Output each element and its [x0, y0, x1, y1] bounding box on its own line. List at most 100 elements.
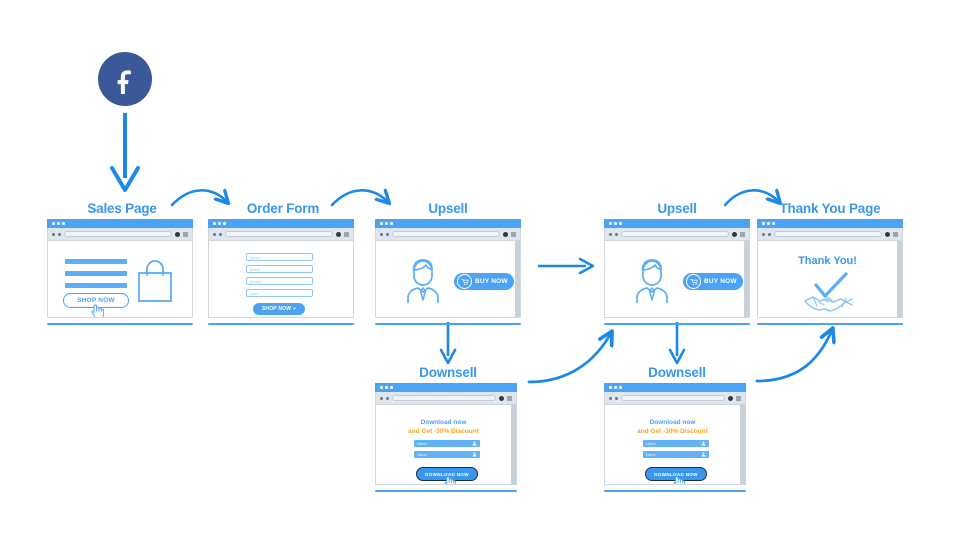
window-dot — [223, 222, 226, 225]
menu-icon[interactable] — [736, 395, 741, 401]
email-field[interactable]: email — [246, 265, 313, 273]
name-field[interactable]: name — [246, 253, 313, 261]
address-bar[interactable] — [64, 231, 172, 237]
gear-icon[interactable] — [732, 231, 737, 237]
buy-now-button[interactable]: BUY NOW — [683, 273, 743, 290]
card-field[interactable]: card — [246, 289, 313, 297]
window-dot — [62, 222, 65, 225]
window-dot — [57, 222, 60, 225]
menu-icon[interactable] — [893, 231, 898, 237]
name-field-1[interactable]: Name — [643, 440, 709, 447]
menu-icon[interactable] — [507, 395, 512, 401]
downsell-headline-group: Download now and Get -30% Discount — [605, 418, 740, 436]
arrow-downsell-1-to-upsell-2 — [527, 333, 611, 384]
node-title-thank-you-page: Thank You Page — [779, 201, 881, 216]
text-bar — [65, 259, 127, 264]
buy-now-label: BUY NOW — [475, 278, 508, 285]
page-viewport: name email phone card SHOP NOW » — [209, 241, 353, 317]
address-bar[interactable] — [621, 395, 725, 401]
back-nav-dot-icon[interactable] — [380, 396, 383, 400]
name-field-2[interactable]: Name — [414, 451, 480, 458]
person-icon — [631, 255, 673, 310]
address-bar[interactable] — [225, 231, 333, 237]
gear-icon[interactable] — [728, 395, 733, 401]
shop-now-label: SHOP NOW — [261, 306, 292, 312]
arrow-upsell-1-to-upsell-2 — [538, 257, 595, 275]
menu-icon[interactable] — [511, 231, 516, 237]
browser-titlebar — [604, 383, 746, 392]
window-dot — [213, 222, 216, 225]
forward-nav-dot-icon[interactable] — [768, 232, 771, 236]
window-dot — [52, 222, 55, 225]
window-dot — [767, 222, 770, 225]
forward-nav-dot-icon[interactable] — [386, 232, 389, 236]
browser-window-downsell-1[interactable]: Download now and Get -30% Discount Name — [375, 383, 517, 492]
facebook-logo-icon[interactable] — [98, 52, 152, 106]
address-bar[interactable] — [621, 231, 729, 237]
back-nav-dot-icon[interactable] — [609, 232, 612, 236]
cart-icon — [686, 274, 701, 289]
window-dot — [380, 222, 383, 225]
buy-now-button[interactable]: BUY NOW — [454, 273, 514, 290]
forward-nav-dot-icon[interactable] — [615, 396, 618, 400]
text-bar — [65, 271, 127, 276]
browser-toolbar — [48, 228, 192, 241]
back-nav-dot-icon[interactable] — [52, 232, 55, 236]
shop-now-button[interactable]: SHOP NOW » — [253, 303, 305, 315]
menu-icon[interactable] — [344, 231, 349, 237]
vertical-scrollbar[interactable] — [897, 241, 902, 317]
browser-window-downsell-2[interactable]: Download now and Get -30% Discount Name — [604, 383, 746, 492]
back-nav-dot-icon[interactable] — [609, 396, 612, 400]
window-dot — [385, 222, 388, 225]
browser-window-order-form[interactable]: name email phone card SHOP NOW » — [208, 219, 354, 325]
menu-icon[interactable] — [183, 231, 188, 237]
window-base-shadow — [604, 489, 746, 492]
forward-nav-dot-icon[interactable] — [615, 232, 618, 236]
vertical-scrollbar[interactable] — [744, 241, 749, 317]
downsell-headline: Download now — [649, 419, 696, 426]
gear-icon[interactable] — [499, 395, 504, 401]
forward-nav-dot-icon[interactable] — [386, 396, 389, 400]
gear-icon[interactable] — [175, 231, 180, 237]
page-viewport: BUY NOW — [376, 241, 520, 317]
vertical-scrollbar[interactable] — [511, 405, 516, 484]
name-field-2[interactable]: Name — [643, 451, 709, 458]
browser-titlebar — [208, 219, 354, 228]
node-title-downsell-2: Downsell — [648, 365, 706, 380]
window-base-shadow — [604, 322, 750, 325]
browser-titlebar — [375, 219, 521, 228]
name-field-1[interactable]: Name — [414, 440, 480, 447]
chevron-right-icon: » — [293, 306, 297, 312]
name-field-label: Name — [646, 441, 656, 446]
back-nav-dot-icon[interactable] — [762, 232, 765, 236]
gear-icon[interactable] — [885, 231, 890, 237]
back-nav-dot-icon[interactable] — [213, 232, 216, 236]
window-base-shadow — [757, 322, 903, 325]
vertical-scrollbar[interactable] — [515, 241, 520, 317]
order-form-fields: name email phone card — [246, 253, 313, 301]
gear-icon[interactable] — [503, 231, 508, 237]
gear-icon[interactable] — [336, 231, 341, 237]
window-base-shadow — [375, 322, 521, 325]
text-placeholder-bars — [65, 259, 127, 295]
browser-toolbar — [605, 392, 745, 405]
forward-nav-dot-icon[interactable] — [219, 232, 222, 236]
downsell-subheadline: and Get -30% Discount — [408, 428, 479, 435]
address-bar[interactable] — [392, 231, 500, 237]
checkmark-icon — [814, 272, 848, 298]
buy-now-label: BUY NOW — [704, 278, 737, 285]
address-bar[interactable] — [774, 231, 882, 237]
menu-icon[interactable] — [740, 231, 745, 237]
person-icon — [701, 441, 706, 447]
browser-window-thank-you-page[interactable]: Thank You! — [757, 219, 903, 325]
back-nav-dot-icon[interactable] — [380, 232, 383, 236]
browser-window-sales-page[interactable]: SHOP NOW — [47, 219, 193, 325]
address-bar[interactable] — [392, 395, 496, 401]
browser-window-upsell-1[interactable]: BUY NOW — [375, 219, 521, 325]
browser-window-upsell-2[interactable]: BUY NOW — [604, 219, 750, 325]
vertical-scrollbar[interactable] — [740, 405, 745, 484]
browser-toolbar — [758, 228, 902, 241]
forward-nav-dot-icon[interactable] — [58, 232, 61, 236]
phone-field[interactable]: phone — [246, 277, 313, 285]
page-viewport: Download now and Get -30% Discount Name — [605, 405, 745, 484]
